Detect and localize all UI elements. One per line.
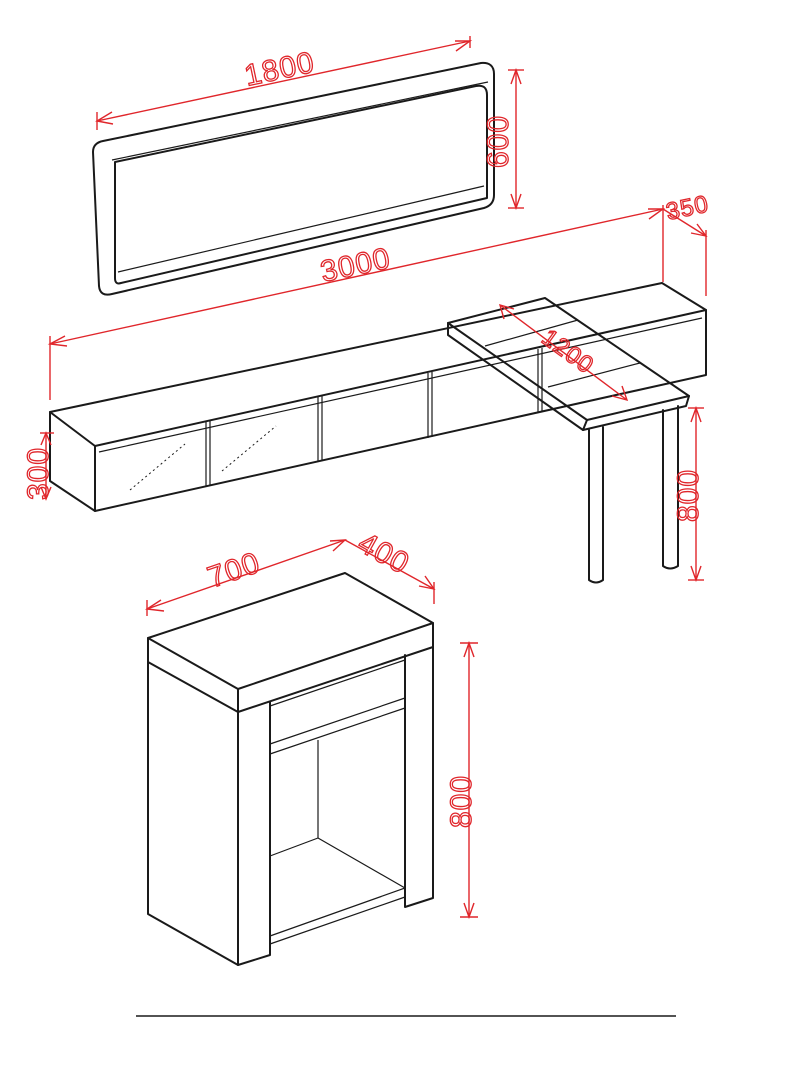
console-height-dimension: 300 — [21, 431, 56, 501]
desk-height-dimension: 800 — [671, 405, 706, 583]
cabinet-height-label: 800 — [445, 775, 478, 828]
extendable-desk — [447, 297, 690, 584]
desk-height-label: 800 — [672, 469, 705, 522]
side-cabinet — [147, 572, 434, 966]
mirror-height-dimension: 600 — [481, 67, 524, 211]
console-depth-dimension: 350 — [662, 190, 712, 296]
cabinet-width-label: 700 — [204, 546, 265, 594]
mirror-width-dimension: 1800 — [95, 36, 473, 130]
console-length-label: 3000 — [318, 242, 394, 289]
console-depth-label: 350 — [664, 191, 712, 226]
console-height-label: 300 — [22, 447, 55, 500]
cabinet-width-dimension: 700 — [144, 539, 347, 616]
cabinet-depth-dimension: 400 — [344, 526, 436, 604]
mirror-width-label: 1800 — [242, 46, 318, 93]
mirror-height-label: 600 — [482, 115, 515, 168]
cabinet-height-dimension: 800 — [444, 640, 479, 920]
wall-console — [49, 282, 707, 512]
mirror-frame — [92, 61, 495, 296]
